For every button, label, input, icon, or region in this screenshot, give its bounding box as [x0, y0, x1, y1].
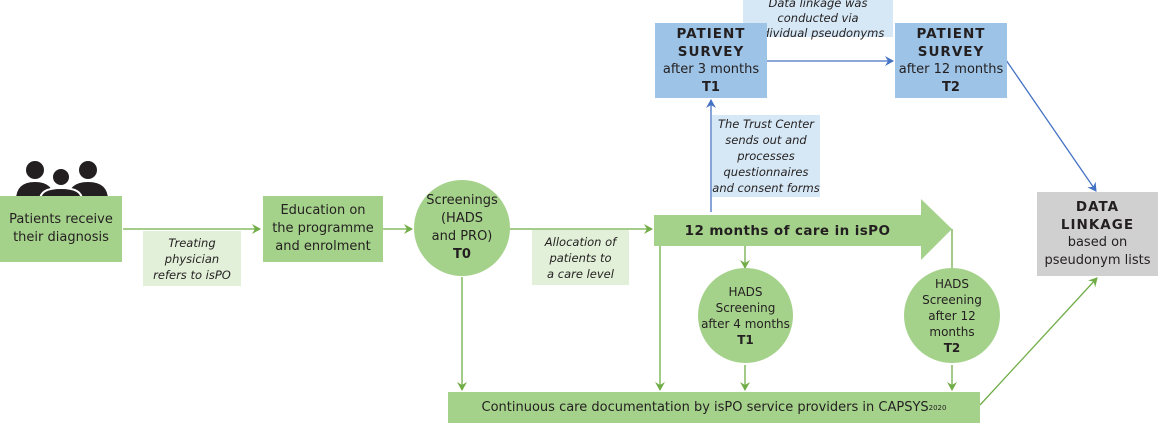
- screening-t0-line3: and PRO): [431, 229, 493, 244]
- education-line1: Education on: [280, 203, 366, 218]
- referral-note-line3: refers to isPO: [153, 267, 231, 282]
- linkage-note: Data linkage was conducted via individua…: [743, 0, 893, 40]
- allocation-note-line2: patients to: [549, 250, 612, 265]
- referral-note-line1: Treating: [168, 235, 216, 250]
- screening-t0-circle: Screenings (HADS and PRO) T0: [414, 180, 510, 276]
- allocation-note-line1: Allocation of: [544, 234, 617, 249]
- arrow-survey-t2-to-linkage: [1005, 59, 1097, 192]
- documentation-label: Continuous care documentation by isPO se…: [481, 399, 929, 415]
- education-box: Education on the programme and enrolment: [263, 196, 383, 262]
- survey-t1-line3: after 3 months: [662, 61, 760, 77]
- survey-t2-line1: PATIENT: [916, 25, 986, 42]
- education-line2: the programme: [272, 221, 374, 236]
- data-linkage-line1: DATA: [1075, 199, 1120, 215]
- survey-t2-box: PATIENT SURVEY after 12 months T2: [895, 23, 1007, 98]
- hads-t2-line1: HADS: [934, 276, 970, 291]
- trust-center-line1: The Trust Center: [717, 117, 815, 131]
- trust-center-line4: questionnaires: [723, 165, 809, 179]
- arrow-documentation-to-linkage: [979, 277, 1098, 406]
- care-arrow-shape: [654, 199, 952, 260]
- survey-t1-box: PATIENT SURVEY after 3 months T1: [655, 23, 767, 98]
- hads-t1-timepoint: T1: [737, 332, 754, 347]
- survey-t2-timepoint: T2: [942, 79, 960, 95]
- survey-t1-timepoint: T1: [702, 79, 720, 95]
- screening-t0-line1: Screenings: [426, 193, 498, 208]
- trust-center-line2: sends out and: [725, 133, 807, 147]
- hads-t1-line1: HADS: [728, 284, 763, 299]
- linkage-note-line2: individual pseudonyms: [751, 26, 885, 40]
- hads-t2-line2: Screening: [922, 292, 982, 307]
- screening-t0-timepoint: T0: [453, 247, 471, 262]
- allocation-note: Allocation of patients to a care level: [532, 230, 629, 285]
- trust-center-line5: and consent forms: [712, 181, 820, 195]
- survey-t1-line1: PATIENT: [676, 25, 746, 42]
- diagnosis-box: Patients receive their diagnosis: [0, 196, 122, 262]
- diagnosis-line2: their diagnosis: [13, 230, 109, 245]
- hads-t2-line3: after 12 months: [928, 308, 976, 339]
- documentation-box: Continuous care documentation by isPO se…: [448, 392, 980, 423]
- data-linkage-line2: LINKAGE: [1060, 217, 1135, 233]
- people-group-icon: [16, 161, 108, 200]
- data-linkage-line4: pseudonym lists: [1044, 253, 1151, 268]
- education-line3: and enrolment: [275, 239, 371, 254]
- referral-note-line2: physician: [164, 251, 220, 266]
- screening-t0-line2: (HADS: [440, 211, 483, 226]
- trust-center-line3: processes: [737, 149, 795, 163]
- data-linkage-box: DATA LINKAGE based on pseudonym lists: [1037, 192, 1158, 276]
- hads-t1-line3: after 4 months: [701, 316, 790, 331]
- hads-t1-circle: HADS Screening after 4 months T1: [698, 268, 793, 363]
- allocation-note-line3: a care level: [547, 266, 614, 281]
- survey-t2-line2: SURVEY: [917, 43, 985, 60]
- referral-note: Treating physician refers to isPO: [143, 231, 241, 286]
- survey-t1-line2: SURVEY: [677, 43, 745, 60]
- diagnosis-line1: Patients receive: [9, 212, 113, 227]
- linkage-note-line1: Data linkage was conducted via: [768, 0, 868, 25]
- hads-t2-timepoint: T2: [943, 340, 961, 355]
- survey-t2-line3: after 12 months: [898, 61, 1004, 77]
- hads-t2-circle: HADS Screening after 12 months T2: [904, 268, 1000, 363]
- hads-t1-line2: Screening: [715, 300, 776, 315]
- data-linkage-line3: based on: [1067, 235, 1128, 250]
- trust-center-note: The Trust Center sends out and processes…: [712, 115, 820, 197]
- care-arrow-label: 12 months of care in isPO: [684, 222, 891, 239]
